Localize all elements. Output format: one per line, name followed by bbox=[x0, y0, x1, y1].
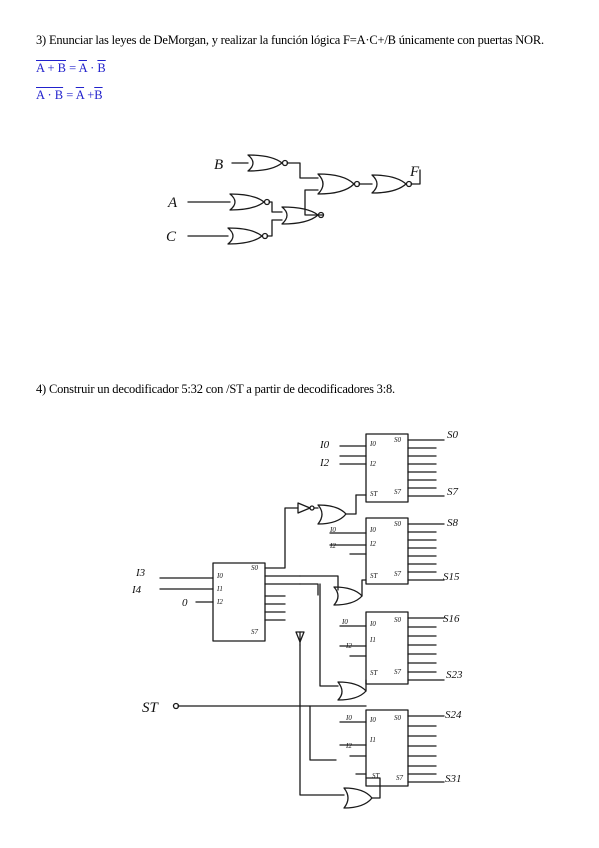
law2-rhs-b: B bbox=[94, 88, 103, 102]
input-zero-label: 0 bbox=[182, 597, 188, 609]
dec2-s0: S0 bbox=[394, 520, 402, 528]
input-i3-label: I3 bbox=[135, 567, 146, 579]
dec3-st: ST bbox=[370, 669, 379, 677]
question-3: 3) Enunciar las leyes de DeMorgan, y rea… bbox=[36, 33, 544, 47]
dec2-ext-in-2: I2 bbox=[329, 542, 336, 550]
input-c-label: C bbox=[166, 229, 177, 245]
main-in-2: I2 bbox=[216, 598, 223, 606]
dec4-in-0: I0 bbox=[369, 716, 376, 724]
dec1-st: ST bbox=[370, 490, 379, 498]
dec1-s7: S7 bbox=[394, 488, 402, 496]
input-b-label: B bbox=[214, 157, 223, 173]
question-4: 4) Construir un decodificador 5:32 con /… bbox=[36, 382, 395, 396]
input-a-label: A bbox=[167, 195, 178, 211]
demorgan-law-2: A · B = A +B bbox=[36, 88, 103, 103]
out-s7: S7 bbox=[447, 486, 459, 498]
law1-rhs-a: A bbox=[78, 61, 87, 75]
law1-rhs-b: B bbox=[97, 61, 106, 75]
law1-equals: = bbox=[65, 61, 79, 75]
dec4-ext-in-0: I0 bbox=[345, 714, 352, 722]
dec3-ext-in-2: I2 bbox=[345, 642, 352, 650]
dec4-in-1: I1 bbox=[369, 736, 376, 744]
out-s8: S8 bbox=[447, 517, 459, 529]
law2-rhs-a: A bbox=[75, 88, 85, 102]
dec2-st: ST bbox=[370, 572, 379, 580]
dec2-in-2: I2 bbox=[369, 540, 376, 548]
dec4-s0: S0 bbox=[394, 714, 402, 722]
law2-lhs: A · B bbox=[36, 88, 64, 102]
main-out-s0: S0 bbox=[251, 564, 259, 572]
st-label: ST bbox=[142, 700, 160, 716]
demorgan-law-1: A + B = A · B bbox=[36, 61, 106, 76]
law1-lhs: A + B bbox=[36, 61, 66, 75]
main-in-1: I1 bbox=[216, 585, 223, 593]
dec1-s0: S0 bbox=[394, 436, 402, 444]
input-i4-label: I4 bbox=[131, 584, 142, 596]
out-s15: S15 bbox=[443, 571, 460, 583]
out-s0: S0 bbox=[447, 429, 459, 441]
dec2-s7: S7 bbox=[394, 570, 402, 578]
out-s23: S23 bbox=[446, 669, 463, 681]
dec3-ext-in-0: I0 bbox=[341, 618, 348, 626]
dec4-s7: S7 bbox=[396, 774, 404, 782]
dec4-ext-in-2: I2 bbox=[345, 742, 352, 750]
law2-plus: + bbox=[84, 88, 95, 102]
dec1-in-2: I2 bbox=[369, 460, 376, 468]
main-in-0: I0 bbox=[216, 572, 223, 580]
dec3-s0: S0 bbox=[394, 616, 402, 624]
law2-equals: = bbox=[63, 88, 76, 102]
dec4-st: ST bbox=[372, 772, 381, 780]
main-out-s7: S7 bbox=[251, 628, 259, 636]
dec1-in-0: I0 bbox=[369, 440, 376, 448]
dec3-in-1: I1 bbox=[369, 636, 376, 644]
out-s31: S31 bbox=[445, 773, 462, 785]
dec1-ext-in-2: I2 bbox=[319, 457, 330, 469]
out-s16: S16 bbox=[443, 613, 460, 625]
law1-dot: · bbox=[86, 61, 98, 75]
output-f-label: F bbox=[409, 164, 420, 180]
dec3-s7: S7 bbox=[394, 668, 402, 676]
dec2-in-0: I0 bbox=[369, 526, 376, 534]
dec2-ext-in-0: I0 bbox=[329, 526, 336, 534]
dec3-in-0: I0 bbox=[369, 620, 376, 628]
out-s24: S24 bbox=[445, 709, 462, 721]
dec1-ext-in-0: I0 bbox=[319, 439, 330, 451]
